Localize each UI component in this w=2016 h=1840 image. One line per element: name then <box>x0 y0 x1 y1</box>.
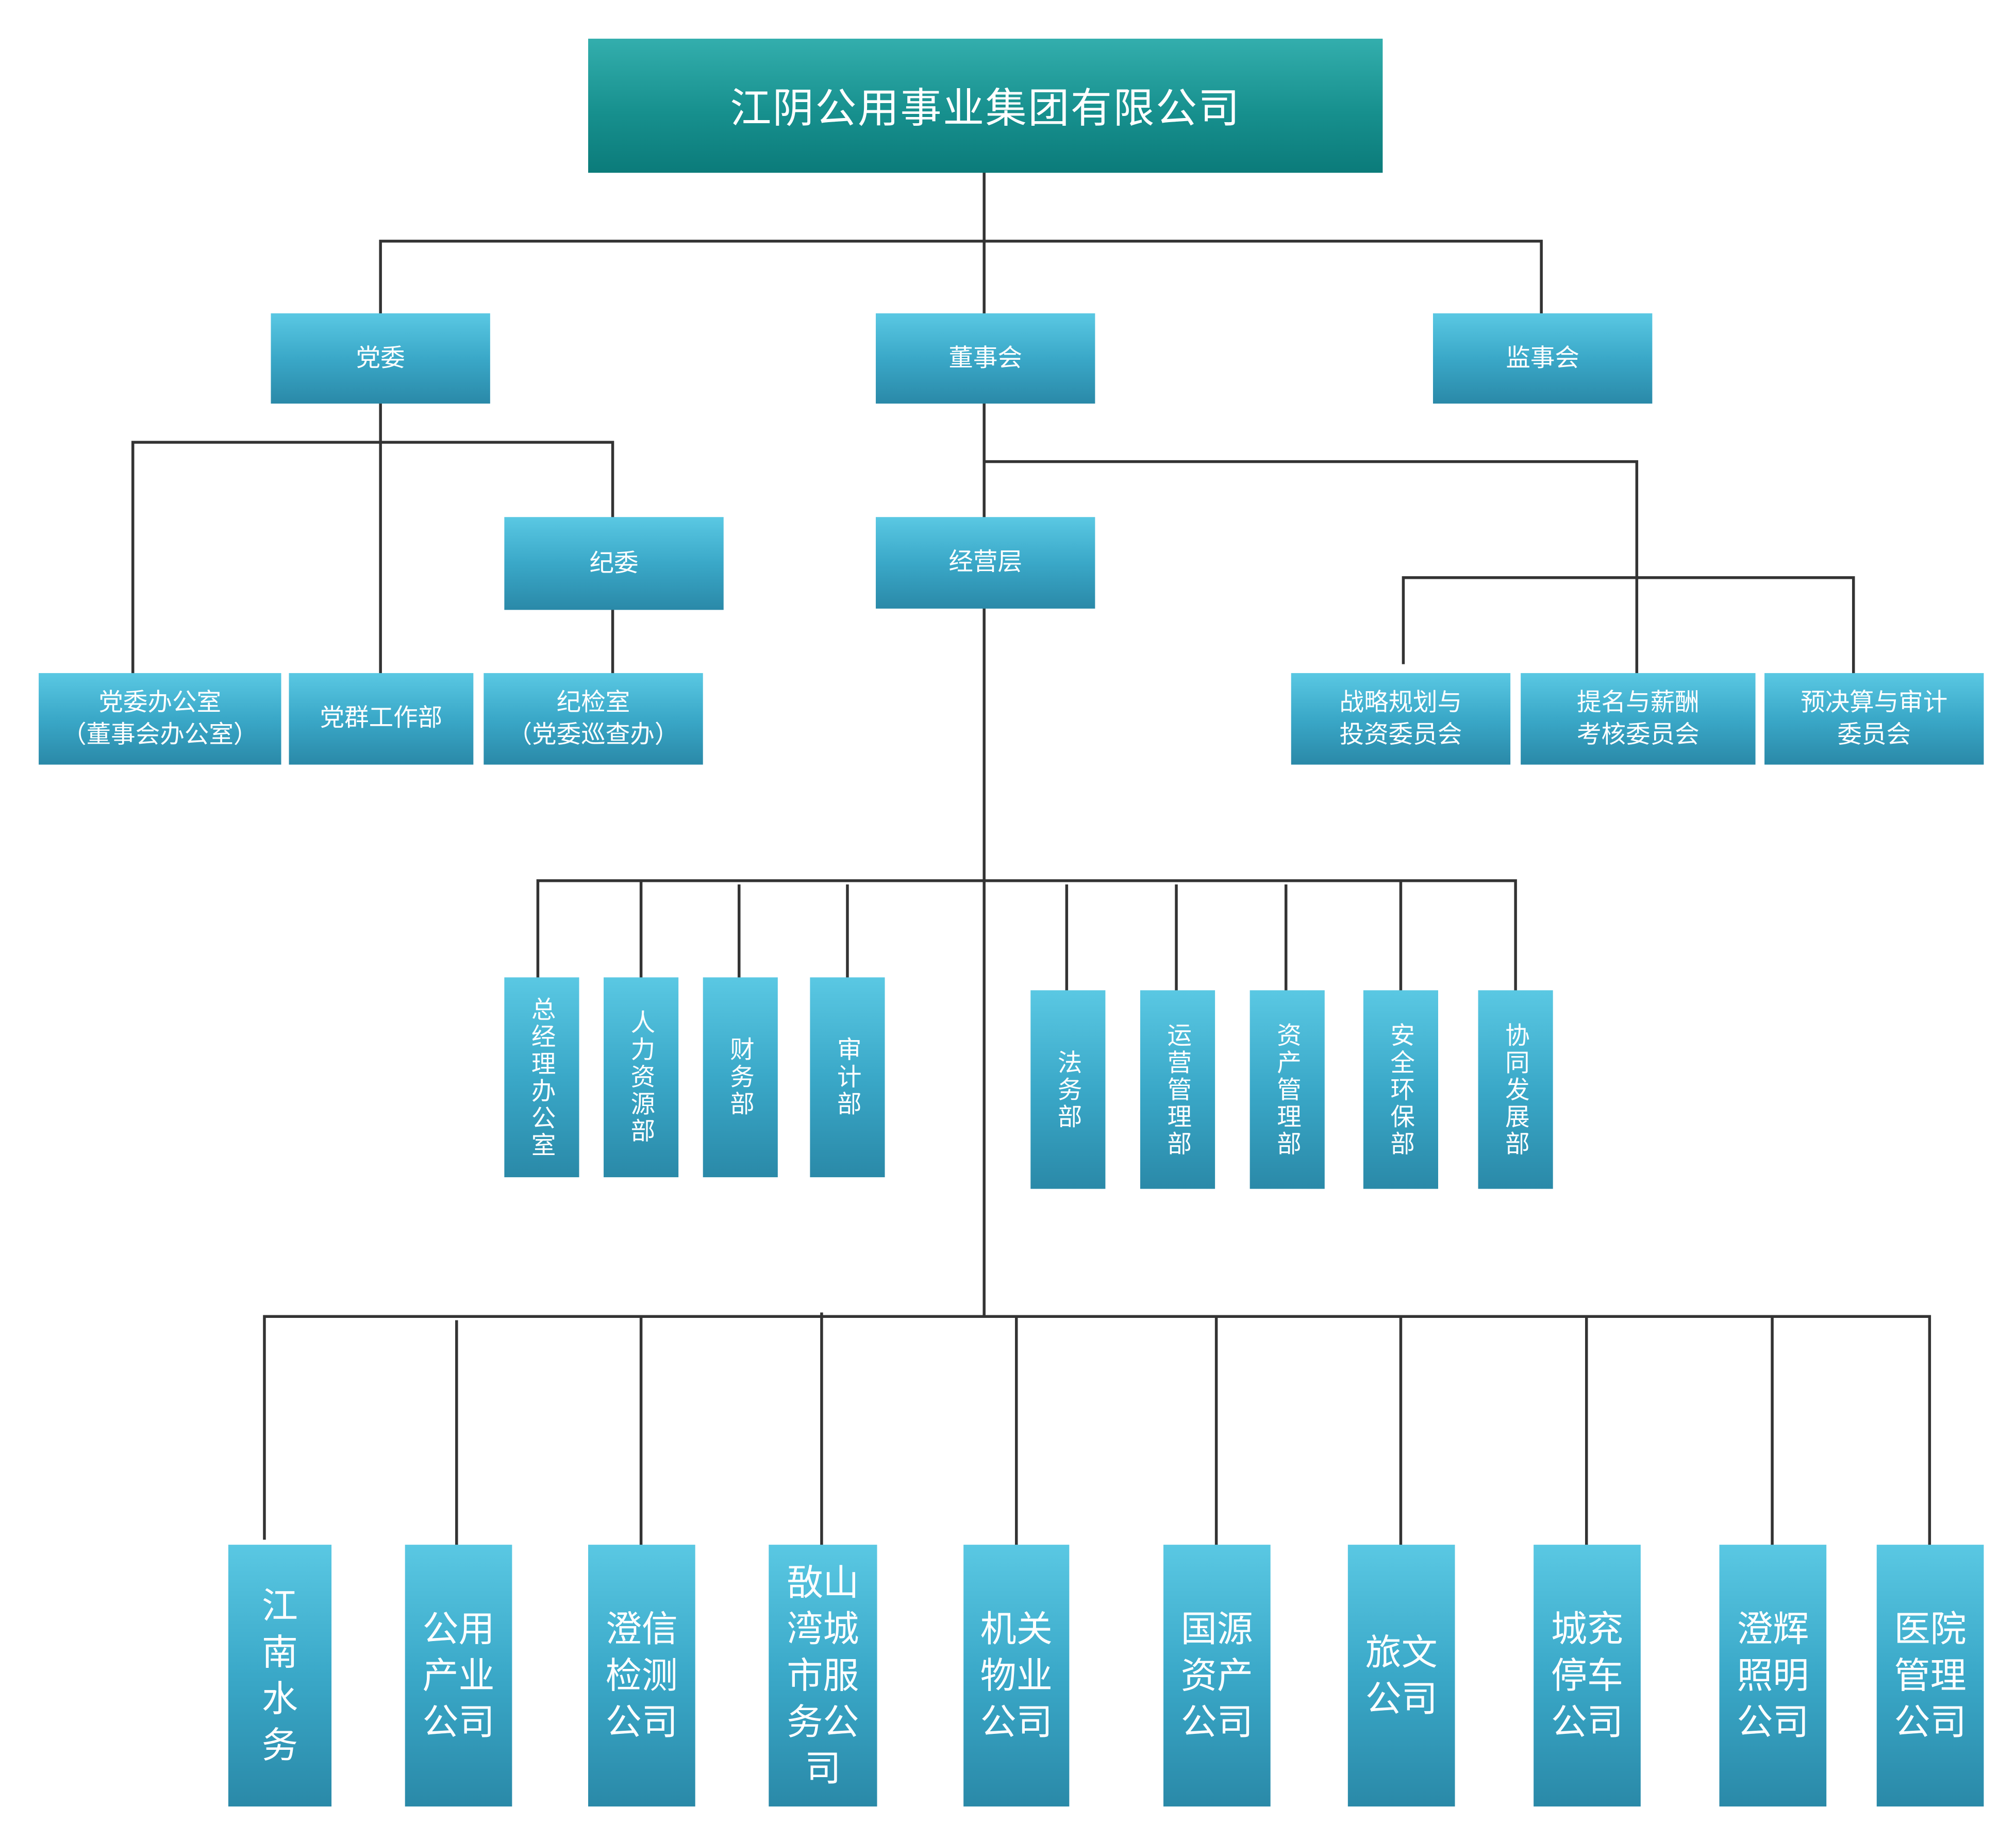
node-party-committee: 党委 <box>271 313 490 404</box>
company-tourism: 旅文 公司 <box>1347 1545 1455 1806</box>
node-board-label: 董事会 <box>948 343 1023 372</box>
dept-audit: 审计部 <box>810 977 885 1178</box>
dept-safety: 安全环保部 <box>1363 990 1438 1189</box>
company-property-label: 机关 物业 公司 <box>980 1607 1053 1743</box>
node-committee-audit-label: 预决算与审计 委员会 <box>1801 688 1948 749</box>
node-mass-work-dept: 党群工作部 <box>289 673 474 765</box>
node-committee-nomination-label: 提名与薪酬 考核委员会 <box>1576 688 1700 749</box>
dept-general-office: 总经理办公室 <box>504 977 579 1178</box>
connector-party <box>131 402 614 675</box>
company-assets-label: 国源 资产 公司 <box>1180 1607 1253 1743</box>
dept-operations-label: 运营管理部 <box>1163 1022 1192 1158</box>
node-committee-strategy: 战略规划与 投资委员会 <box>1291 673 1511 765</box>
company-tourism-label: 旅文 公司 <box>1365 1630 1438 1720</box>
node-committee-nomination: 提名与薪酬 考核委员会 <box>1521 673 1756 765</box>
dept-synergy: 协同发展部 <box>1478 990 1553 1189</box>
node-supervisory-board: 监事会 <box>1432 313 1653 404</box>
company-public-industry-label: 公用 产业 公司 <box>422 1607 495 1743</box>
company-property: 机关 物业 公司 <box>963 1545 1070 1806</box>
dept-legal-label: 法务部 <box>1054 1049 1082 1130</box>
company-assets: 国源 资产 公司 <box>1163 1545 1271 1806</box>
node-party-office: 党委办公室 （董事会办公室） <box>39 673 281 765</box>
company-lighting-label: 澄辉 照明 公司 <box>1737 1607 1809 1743</box>
dept-finance-label: 财务部 <box>726 1036 755 1118</box>
company-parking: 城兖 停车 公司 <box>1534 1545 1641 1806</box>
connector-departments <box>536 607 1517 1318</box>
company-lighting: 澄辉 照明 公司 <box>1719 1545 1827 1806</box>
dept-hr: 人力资源部 <box>604 977 679 1178</box>
node-discipline-committee-label: 纪委 <box>589 548 639 577</box>
connector-companies <box>263 1312 1931 1546</box>
dept-legal: 法务部 <box>1030 990 1106 1189</box>
node-committee-audit: 预决算与审计 委员会 <box>1764 673 1984 765</box>
company-hospital-mgmt-label: 医院 管理 公司 <box>1894 1607 1967 1743</box>
dept-assets: 资产管理部 <box>1249 990 1325 1189</box>
company-city-services: 敔山 湾城 市服 务公 司 <box>769 1545 877 1806</box>
dept-finance: 财务部 <box>703 977 778 1178</box>
node-inspection-room: 纪检室 （党委巡查办） <box>484 673 703 765</box>
node-party-committee-label: 党委 <box>356 343 405 372</box>
company-testing: 澄信 检测 公司 <box>588 1545 695 1806</box>
node-committee-strategy-label: 战略规划与 投资委员会 <box>1339 688 1462 749</box>
root-company: 江阴公用事业集团有限公司 <box>588 39 1383 173</box>
dept-hr-label: 人力资源部 <box>627 1009 656 1145</box>
company-city-services-label: 敔山 湾城 市服 务公 司 <box>787 1561 859 1789</box>
dept-synergy-label: 协同发展部 <box>1501 1022 1530 1158</box>
node-mass-work-dept-label: 党群工作部 <box>320 704 443 732</box>
company-testing-label: 澄信 检测 公司 <box>605 1607 678 1743</box>
dept-operations: 运营管理部 <box>1140 990 1215 1189</box>
node-management-label: 经营层 <box>948 548 1023 577</box>
dept-audit-label: 审计部 <box>833 1036 862 1118</box>
company-jiangnan-water: 江 南 水 务 <box>228 1545 332 1806</box>
node-discipline-committee: 纪委 <box>504 517 724 610</box>
company-parking-label: 城兖 停车 公司 <box>1551 1607 1624 1743</box>
node-inspection-room-label: 纪检室 （党委巡查办） <box>507 688 679 749</box>
company-public-industry: 公用 产业 公司 <box>405 1545 512 1806</box>
company-jiangnan-water-label: 江 南 水 务 <box>261 1584 298 1766</box>
node-management: 经营层 <box>876 517 1095 609</box>
node-board: 董事会 <box>876 313 1095 404</box>
dept-general-office-label: 总经理办公室 <box>527 996 556 1159</box>
dept-safety-label: 安全环保部 <box>1386 1022 1415 1158</box>
node-party-office-label: 党委办公室 （董事会办公室） <box>62 688 258 749</box>
node-supervisory-board-label: 监事会 <box>1506 343 1579 372</box>
root-company-label: 江阴公用事业集团有限公司 <box>730 83 1241 133</box>
connector-root-to-level1 <box>379 171 1543 315</box>
company-hospital-mgmt: 医院 管理 公司 <box>1876 1545 1984 1806</box>
connector-board <box>982 402 1855 675</box>
dept-assets-label: 资产管理部 <box>1273 1022 1302 1158</box>
